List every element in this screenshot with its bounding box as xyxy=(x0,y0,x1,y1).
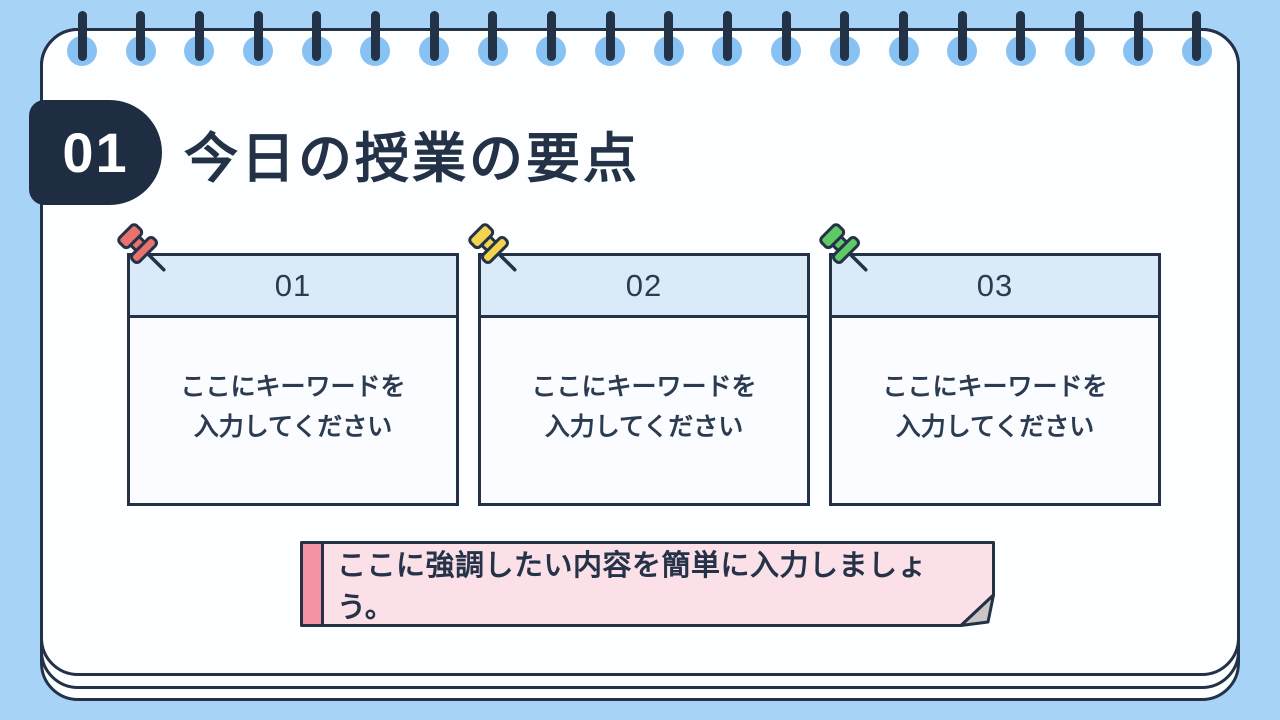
spiral-rings xyxy=(0,0,1280,70)
ring-bar xyxy=(546,11,556,61)
note-left-edge xyxy=(300,541,324,627)
ring-bar xyxy=(781,11,791,61)
spiral-ring-icon xyxy=(829,0,860,68)
slide-title: 今日の授業の要点 xyxy=(184,128,640,189)
spiral-ring-icon xyxy=(67,0,97,68)
card-number: 03 xyxy=(976,267,1014,303)
spiral-ring-icon xyxy=(301,0,332,68)
spiral-ring-icon xyxy=(712,0,743,68)
ring-bar xyxy=(1133,11,1143,61)
card-number: 01 xyxy=(274,267,312,303)
ring-bar xyxy=(1075,11,1085,61)
keyword-placeholder-text[interactable]: ここにキーワードを 入力してください xyxy=(882,373,1108,441)
ring-bar xyxy=(840,11,850,61)
spiral-ring-icon xyxy=(419,0,450,68)
ring-bar xyxy=(136,11,146,61)
ring-bar xyxy=(253,11,263,61)
note-shape xyxy=(300,541,995,627)
ring-bar xyxy=(722,11,732,61)
ring-bar xyxy=(1192,11,1202,61)
keyword-card-3[interactable]: 03 ここにキーワードを 入力してください xyxy=(829,253,1161,506)
ring-bar xyxy=(957,11,967,61)
spiral-ring-icon xyxy=(243,0,274,68)
ring-bar xyxy=(429,11,439,61)
ring-bar xyxy=(370,11,380,61)
spiral-ring-icon xyxy=(653,0,684,68)
ring-bar xyxy=(194,11,204,61)
red-pushpin-icon xyxy=(117,223,166,272)
ring-bar xyxy=(605,11,615,61)
card-number-header: 01 xyxy=(130,256,456,318)
spiral-ring-icon xyxy=(1123,0,1154,68)
keyword-card-1[interactable]: 01 ここにキーワードを 入力してください xyxy=(127,253,459,506)
spiral-ring-icon xyxy=(1005,0,1036,68)
ring-bar xyxy=(488,11,498,61)
emphasis-placeholder-text[interactable]: ここに強調したい内容を簡単に入力しましょう。 xyxy=(337,550,928,624)
spiral-ring-icon xyxy=(595,0,626,68)
spiral-ring-icon xyxy=(947,0,978,68)
spiral-ring-icon xyxy=(888,0,919,68)
ring-bar xyxy=(899,11,909,61)
note-fold-corner-icon xyxy=(959,593,995,627)
ring-bar xyxy=(312,11,322,61)
green-pushpin-icon xyxy=(819,223,868,272)
spiral-ring-icon xyxy=(1181,0,1212,68)
ring-bar xyxy=(77,11,87,61)
ring-bar xyxy=(1016,11,1026,61)
keyword-placeholder-text[interactable]: ここにキーワードを 入力してください xyxy=(531,373,757,441)
ring-bar xyxy=(664,11,674,61)
yellow-pushpin-icon xyxy=(468,223,517,272)
keyword-card-2[interactable]: 02 ここにキーワードを 入力してください xyxy=(478,253,810,506)
card-number: 02 xyxy=(625,267,663,303)
section-number: 01 xyxy=(62,121,129,184)
emphasis-note[interactable]: ここに強調したい内容を簡単に入力しましょう。 xyxy=(300,541,995,627)
spiral-ring-icon xyxy=(360,0,391,68)
card-number-header: 02 xyxy=(481,256,807,318)
spiral-ring-icon xyxy=(125,0,156,68)
spiral-ring-icon xyxy=(771,0,802,68)
spiral-ring-icon xyxy=(184,0,215,68)
spiral-ring-icon xyxy=(477,0,508,68)
card-number-header: 03 xyxy=(832,256,1158,318)
spiral-ring-icon xyxy=(1064,0,1095,68)
keyword-placeholder-text[interactable]: ここにキーワードを 入力してください xyxy=(180,373,406,441)
section-number-badge: 01 xyxy=(29,100,162,205)
spiral-ring-icon xyxy=(536,0,567,68)
